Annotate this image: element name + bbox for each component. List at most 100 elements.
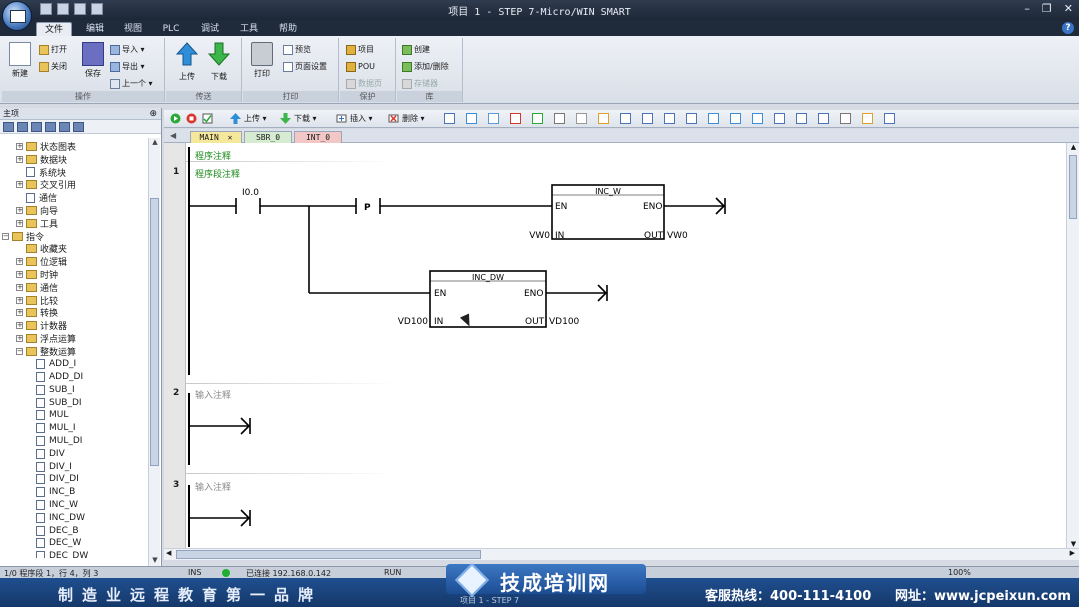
- expand-icon[interactable]: +: [16, 218, 23, 227]
- expand-icon[interactable]: +: [16, 282, 23, 291]
- out-operand[interactable]: VD100: [549, 317, 580, 327]
- tab-help[interactable]: 帮助: [278, 24, 297, 34]
- export-button[interactable]: 导出 ▾: [110, 60, 145, 73]
- tree-item[interactable]: +比较: [16, 294, 58, 307]
- tree-item[interactable]: ADD_I: [36, 358, 76, 371]
- open-button[interactable]: 打开: [39, 43, 67, 56]
- toolbar-tool-icon[interactable]: [642, 113, 653, 124]
- tree-item[interactable]: MUL_DI: [36, 434, 82, 447]
- open-file-icon[interactable]: [57, 3, 69, 15]
- toolbar-tool-icon[interactable]: [796, 113, 807, 124]
- toolbar-tool-icon[interactable]: [862, 113, 873, 124]
- tree-item[interactable]: +转换: [16, 306, 58, 319]
- scroll-thumb[interactable]: [1069, 155, 1077, 219]
- preview-button[interactable]: 预览: [283, 43, 311, 56]
- nav-view-icon[interactable]: [45, 122, 56, 132]
- tree-item[interactable]: +工具: [16, 217, 58, 230]
- toolbar-tool-icon[interactable]: [598, 113, 609, 124]
- run-icon[interactable]: [170, 113, 181, 124]
- tree-item[interactable]: +浮点运算: [16, 332, 76, 345]
- network-comment[interactable]: 输入注释: [195, 483, 232, 493]
- delete-icon[interactable]: [388, 113, 399, 124]
- toolbar-tool-icon[interactable]: [730, 113, 741, 124]
- import-button[interactable]: 导入 ▾: [110, 43, 145, 56]
- tree-item[interactable]: MUL_I: [36, 422, 76, 435]
- expand-icon[interactable]: +: [16, 180, 23, 189]
- toolbar-tool-icon[interactable]: [554, 113, 565, 124]
- tab-file[interactable]: 文件: [36, 22, 72, 36]
- toolbar-tool-icon[interactable]: [664, 113, 675, 124]
- toolbar-tool-icon[interactable]: [884, 113, 895, 124]
- close-button[interactable]: ✕: [1063, 2, 1073, 15]
- nav-view-icon[interactable]: [31, 122, 42, 132]
- expand-icon[interactable]: +: [16, 270, 23, 278]
- tree-item[interactable]: −整数运算: [16, 345, 76, 358]
- protect-data-page-button[interactable]: 数据页: [346, 77, 382, 90]
- network-comment[interactable]: 程序段注释: [195, 170, 241, 180]
- toolbar-tool-icon[interactable]: [752, 113, 763, 124]
- nav-view-icon[interactable]: [59, 122, 70, 132]
- scroll-left-icon[interactable]: ◀: [166, 549, 172, 557]
- editor-vertical-scrollbar[interactable]: ▲ ▼: [1066, 143, 1079, 548]
- save-file-icon[interactable]: [74, 3, 86, 15]
- restore-button[interactable]: ❐: [1041, 2, 1052, 15]
- toolbar-tool-icon[interactable]: [708, 113, 719, 124]
- inc-dw-box[interactable]: [429, 270, 547, 328]
- minimize-button[interactable]: –: [1024, 2, 1030, 15]
- tab-debug[interactable]: 调试: [200, 24, 219, 34]
- toolbar-tool-icon[interactable]: [466, 113, 477, 124]
- toolbar-tool-icon[interactable]: [444, 113, 455, 124]
- tree-item[interactable]: +计数器: [16, 319, 67, 332]
- tree-item[interactable]: SUB_I: [36, 383, 75, 396]
- tree-item[interactable]: +交叉引用: [16, 178, 76, 191]
- nav-view-icon[interactable]: [73, 122, 84, 132]
- tree-item[interactable]: INC_B: [36, 486, 75, 499]
- contact-operand[interactable]: I0.0: [242, 188, 259, 198]
- in-operand[interactable]: VW0: [529, 231, 550, 241]
- tree-item[interactable]: DIV_I: [36, 460, 72, 473]
- toolbar-tool-icon[interactable]: [510, 113, 521, 124]
- upload-dropdown[interactable]: 上传 ▾: [244, 114, 267, 123]
- tree-item[interactable]: DEC_DW: [36, 550, 88, 558]
- scroll-up-icon[interactable]: ▲: [1070, 143, 1077, 151]
- pou-tab-main[interactable]: MAIN ✕: [190, 131, 242, 143]
- page-setup-button[interactable]: 页面设置: [283, 60, 327, 73]
- out-operand[interactable]: VW0: [667, 231, 688, 241]
- editor-horizontal-scrollbar[interactable]: ◀ ▶: [164, 548, 1079, 560]
- close-tab-icon[interactable]: ✕: [227, 133, 233, 142]
- tree-item[interactable]: +时钟: [16, 268, 58, 281]
- scroll-down-icon[interactable]: ▼: [152, 556, 158, 564]
- protect-project-button[interactable]: 项目: [346, 43, 374, 56]
- toolbar-tool-icon[interactable]: [818, 113, 829, 124]
- scroll-thumb[interactable]: [150, 198, 159, 466]
- upload-small-icon[interactable]: [230, 113, 241, 124]
- expand-icon[interactable]: +: [16, 308, 23, 317]
- inc-w-box[interactable]: [551, 184, 665, 240]
- close-project-button[interactable]: 关闭: [39, 60, 67, 73]
- save-button[interactable]: 保存: [78, 42, 108, 79]
- zoom-level[interactable]: 100%: [948, 568, 971, 577]
- tree-item[interactable]: 收藏夹: [16, 242, 67, 255]
- help-icon[interactable]: ?: [1062, 22, 1074, 34]
- print-icon[interactable]: [91, 3, 103, 15]
- in-operand[interactable]: VD100: [398, 317, 429, 327]
- collapse-icon[interactable]: −: [16, 346, 23, 355]
- expand-icon[interactable]: +: [16, 206, 23, 214]
- tab-scroll-left-icon[interactable]: ◀: [170, 131, 177, 140]
- protect-pou-button[interactable]: POU: [346, 60, 375, 73]
- network-comment[interactable]: 输入注释: [195, 391, 232, 401]
- tab-plc[interactable]: PLC: [162, 24, 180, 34]
- toolbar-tool-icon[interactable]: [532, 113, 543, 124]
- upload-button[interactable]: 上传: [172, 42, 202, 82]
- tree-item[interactable]: SUB_DI: [36, 396, 82, 409]
- expand-icon[interactable]: +: [16, 257, 23, 266]
- scroll-right-icon[interactable]: ▶: [1069, 549, 1075, 557]
- tree-item[interactable]: DIV: [36, 447, 65, 460]
- tree-scrollbar[interactable]: ▲ ▼: [148, 138, 160, 566]
- download-small-icon[interactable]: [280, 113, 291, 124]
- nav-view-icon[interactable]: [3, 122, 14, 132]
- tree-item[interactable]: +通信: [16, 281, 58, 294]
- pou-tab-int0[interactable]: INT_0: [294, 131, 342, 143]
- add-remove-library-button[interactable]: 添加/删除: [402, 60, 449, 73]
- nav-view-icon[interactable]: [17, 122, 28, 132]
